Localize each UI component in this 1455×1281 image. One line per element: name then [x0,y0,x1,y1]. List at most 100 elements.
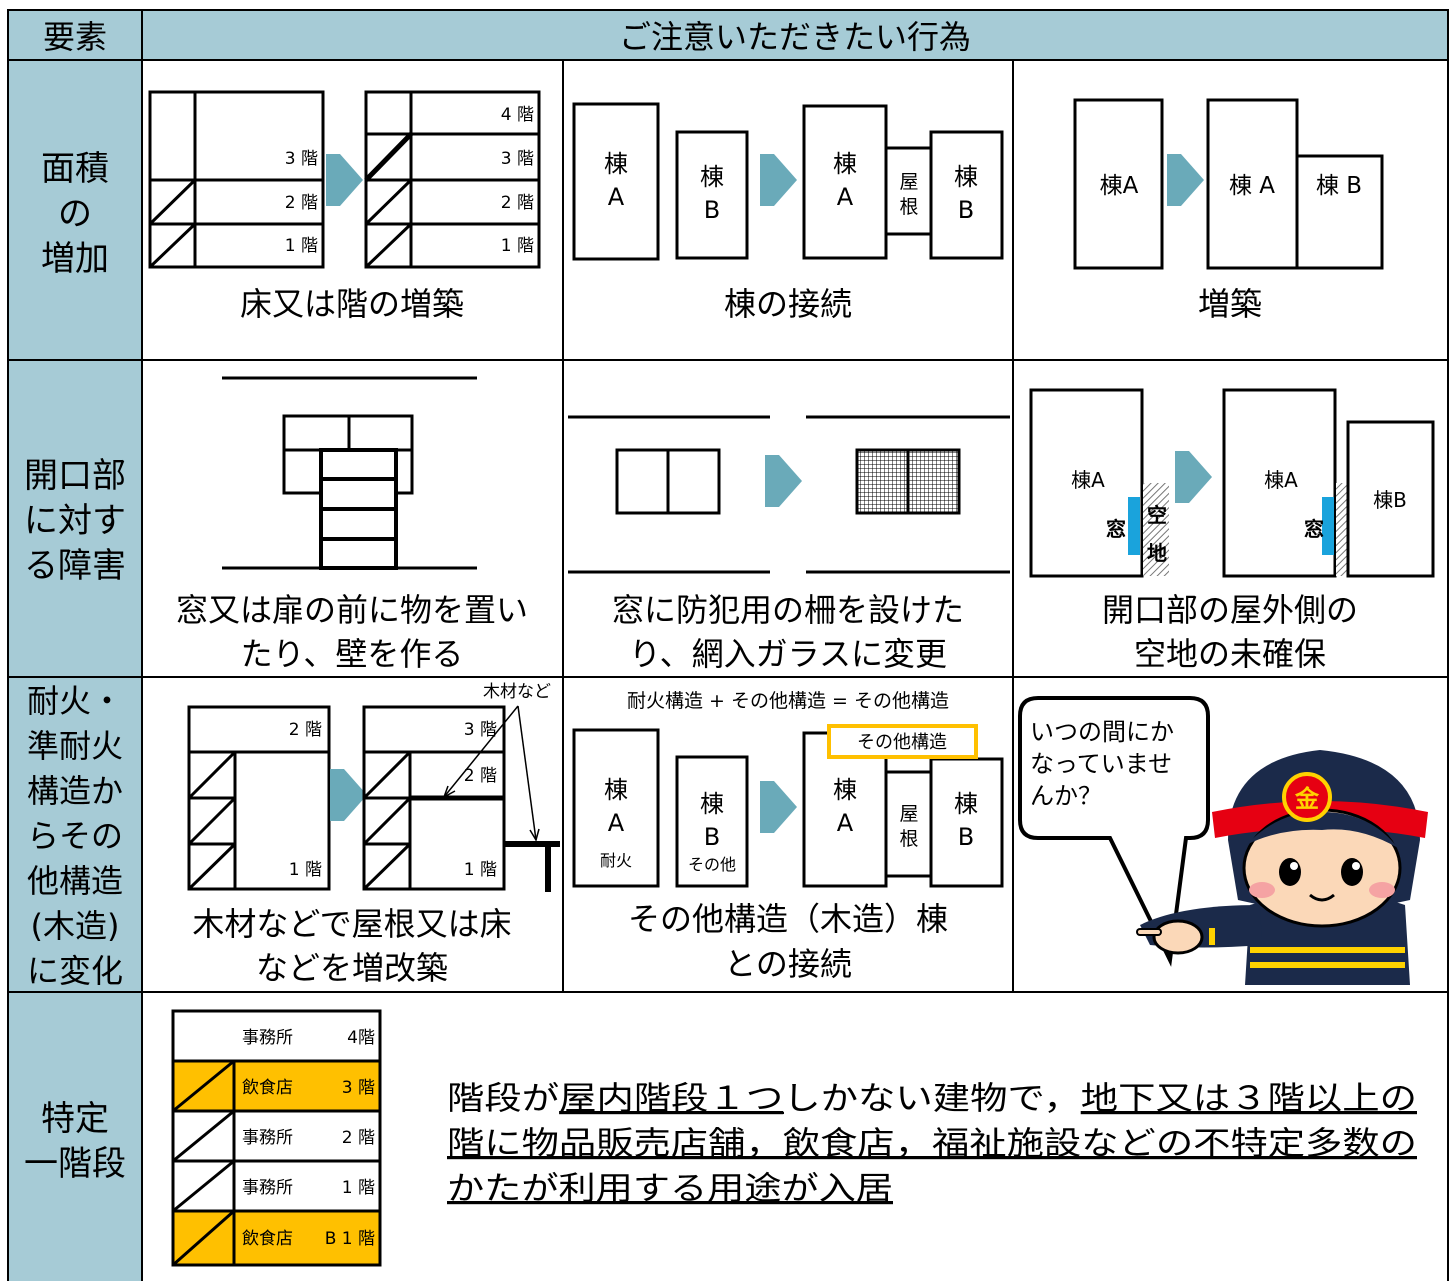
caption: 窓又は扉の前に物を置い [176,591,528,629]
space-label: 空 [1147,503,1167,527]
row-label-line: らその [27,817,123,855]
building-label: 棟 [954,163,978,191]
header-actions: ご注意いただきたい行為 [619,18,971,56]
row-label-area: 面積 の 増加 [41,149,109,279]
description-part: 屋内階段１つ [559,1079,783,1117]
row-label-line: 面積 [41,149,109,189]
caption: などを増改築 [256,949,448,987]
floor-use: 飲食店 [242,1078,293,1098]
row-label-line: 増加 [41,239,109,279]
window-bars-diagram: 窓に防犯用の柵を設けた り、網入ガラスに変更 [568,415,1010,673]
floor-use: 飲食店 [242,1229,293,1249]
roof-label: 屋 [899,803,918,825]
building-label: B [958,196,974,224]
row-label-opening: 開口部 に対す る障害 [24,456,126,586]
row-label-line: に変化 [27,952,123,990]
building-label: B [704,196,720,224]
building-label: 棟 [833,150,857,178]
description-part: 階段が [447,1079,559,1117]
building-label: 棟 B [1316,173,1362,199]
row-label-line: に対す [24,501,126,541]
roof-label: 根 [899,828,918,850]
floor-number: 2 階 [342,1128,375,1148]
caption: 開口部の屋外側の [1102,591,1358,629]
arrow-icon [760,781,797,833]
row-label-line: る障害 [24,546,126,586]
building-label: A [608,183,625,211]
caption: 増築 [1198,285,1262,323]
window-marker [1322,497,1334,555]
window-marker [1128,497,1140,555]
building-label: 棟 [700,790,724,818]
caption: たり、壁を作る [241,635,464,673]
row-label-line: 特定 [41,1099,109,1139]
wood-note: 木材など [483,682,551,702]
floor-number: 1 階 [342,1178,375,1198]
floor-use: 事務所 [242,1178,293,1198]
building-connection-diagram: 棟 A 棟 B 棟 A 棟 B 屋 根 棟の接続 [572,102,1004,323]
floor-number: 3 階 [342,1078,375,1098]
floor-label: 2 階 [464,766,497,786]
eye-icon [1341,858,1363,886]
building-label: 棟 [954,790,978,818]
arrow-icon [330,769,367,821]
building-label: 棟A [1071,468,1105,492]
badge-icon [1282,772,1332,822]
extension-diagram: 棟A 棟 A 棟 B 増築 [1073,98,1384,323]
floor-label: 2 階 [501,193,534,213]
building-label: A [837,809,854,837]
building-label: B [958,823,974,851]
wood-renovation-diagram: 2 階 1 階 3 階 2 階 1 階 木材など 木材などで屋根又は床 [187,682,560,987]
speech-text: んか？ [1030,782,1102,810]
stairs-building [171,1009,382,1267]
arrow-icon [760,154,797,206]
building-label: 棟 [604,150,628,178]
building-label: A [608,809,625,837]
badge-text: 金 [1294,785,1320,813]
row-label-line: の [58,194,92,234]
floor-label: 1 階 [501,236,534,256]
row-label-line: 構造か [27,772,123,810]
floor-number: 4階 [347,1028,375,1048]
caption: その他構造（木造）棟 [628,900,948,938]
building-label: 棟 [833,776,857,804]
row-label-line: 一階段 [24,1144,126,1184]
floor-label: 3 階 [464,720,497,740]
mascot-firefighter: 金 [1136,750,1428,985]
caption: 空地の未確保 [1134,635,1326,673]
floor-label: 3 階 [285,149,318,169]
roof-label: 根 [899,196,918,218]
building-label: 棟 [604,776,628,804]
floor-number: B 1 階 [325,1229,375,1249]
building-label: B [704,823,720,851]
building-label: 棟 [700,163,724,191]
blocking-diagram: 窓又は扉の前に物を置い たり、壁を作る [176,376,528,673]
speech-bubble [1018,696,1210,967]
caption: 窓に防犯用の柵を設けた [612,591,964,629]
row-label-line: 準耐火 [27,727,123,765]
other-label: その他 [688,855,736,874]
caption: 棟の接続 [724,285,852,323]
eye-icon [1279,858,1301,886]
other-structure-label: その他構造 [857,732,947,753]
arrow-icon [1175,451,1212,503]
floor-addition-diagram: 3 階 2 階 1 階 4 階 3 階 2 階 1 階 床又は階の増築 [148,90,541,323]
caption: との接続 [724,945,852,983]
caption: 木材などで屋根又は床 [192,905,511,943]
floor-label: 4 階 [501,105,534,125]
header-element: 要素 [43,18,107,56]
stairs-description: 階段が屋内階段１つしかない建物で，地下又は３階以上の 階に物品販売店舗，飲食店，… [447,1079,1417,1207]
other-structure-box [827,724,978,759]
caption: り、網入ガラスに変更 [629,635,947,673]
floor-label: 2 階 [285,193,318,213]
floor-label: 1 階 [464,860,497,880]
row-label-line: 耐火・ [27,682,123,720]
space-label: 地 [1147,541,1167,565]
mixed-structure-diagram: 耐火構造 + その他構造 = その他構造 その他構造 棟 A 棟 B 棟 A 棟… [572,690,1004,983]
floor-label: 2 階 [289,720,322,740]
building-label: 棟A [1100,173,1139,199]
row-label-line: 開口部 [24,456,126,496]
caption: 床又は階の増築 [240,285,464,323]
fireproof-label: 耐火 [600,851,632,870]
